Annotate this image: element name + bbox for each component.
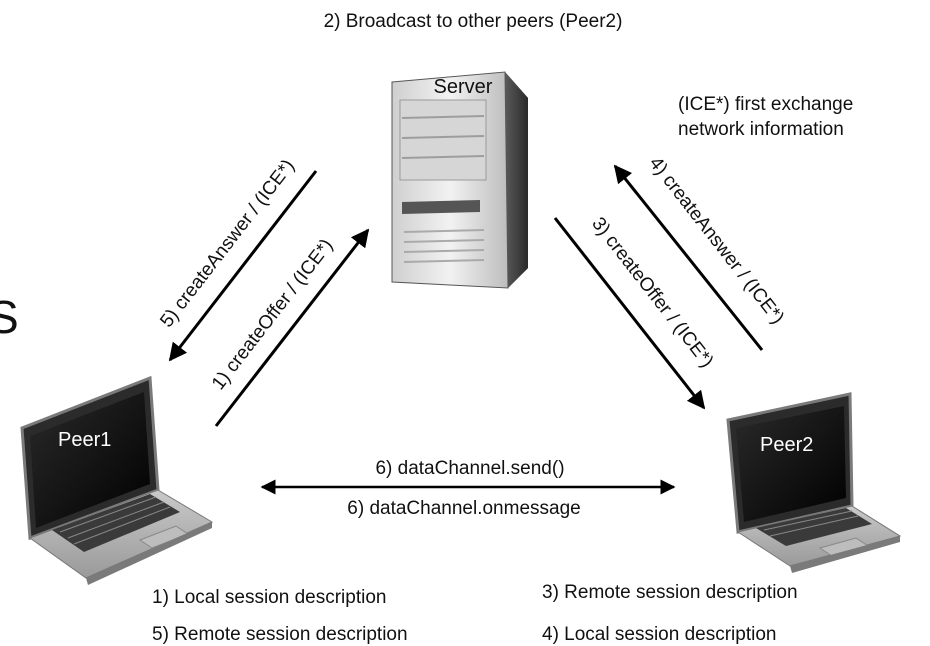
server-label: Server xyxy=(434,76,493,98)
arrow-create-answer-peer2 xyxy=(613,164,764,351)
peer2-desc-remote: 3) Remote session description xyxy=(542,582,798,603)
label-data-channel-onmessage: 6) dataChannel.onmessage xyxy=(347,498,580,519)
label-create-offer-peer2: 3) createOffer / (ICE*) xyxy=(587,213,717,371)
label-data-channel-send: 6) dataChannel.send() xyxy=(375,458,564,479)
peer2-laptop-icon xyxy=(726,392,902,573)
ice-note-line2: network information xyxy=(678,119,844,140)
ice-note-line1: (ICE*) first exchange xyxy=(678,94,853,115)
left-edge-glyph: S xyxy=(0,291,19,343)
broadcast-caption: 2) Broadcast to other peers (Peer2) xyxy=(324,11,623,32)
peer2-label: Peer2 xyxy=(760,434,813,456)
peer2-desc-local: 4) Local session description xyxy=(542,624,776,645)
peer1-desc-local: 1) Local session description xyxy=(152,587,386,608)
arrow-create-offer-peer2 xyxy=(553,217,706,410)
peer1-desc-remote: 5) Remote session description xyxy=(152,624,408,645)
server-icon xyxy=(391,71,528,289)
arrow-create-offer-peer1 xyxy=(214,228,370,427)
peer1-laptop-icon xyxy=(20,375,214,585)
peer1-label: Peer1 xyxy=(58,429,111,451)
arrow-create-answer-peer1 xyxy=(168,170,318,362)
